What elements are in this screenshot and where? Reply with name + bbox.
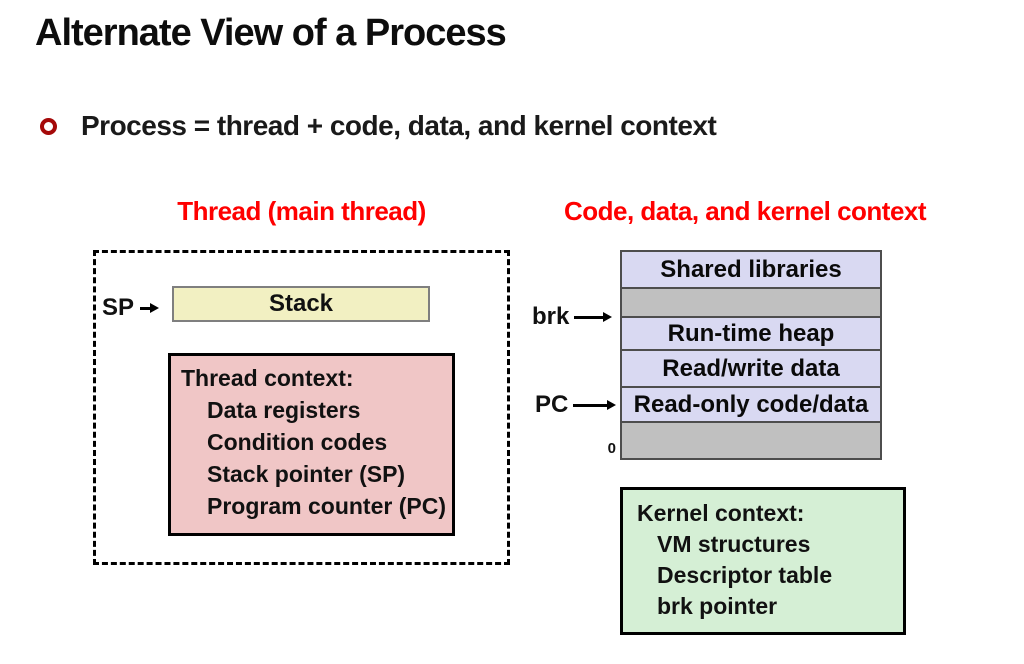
address-zero-label: 0 xyxy=(607,440,616,457)
thread-context-box: Thread context: Data registers Condition… xyxy=(168,353,455,536)
bullet-row: Process = thread + code, data, and kerne… xyxy=(40,110,717,142)
bullet-icon xyxy=(40,117,57,135)
kernel-context-title: Kernel context: xyxy=(637,500,805,526)
sp-arrow-icon xyxy=(140,303,160,313)
thread-context-item: Condition codes xyxy=(207,429,388,455)
left-column-header: Thread (main thread) xyxy=(177,196,426,226)
thread-context-item: Stack pointer (SP) xyxy=(207,461,406,487)
memory-segment-gap xyxy=(622,287,880,316)
sp-label: SP xyxy=(102,294,135,321)
kernel-context-box: Kernel context: VM structures Descriptor… xyxy=(620,487,906,635)
brk-pointer-row: brk xyxy=(532,303,613,331)
stack-label: Stack xyxy=(268,290,334,317)
thread-dashed-boundary xyxy=(93,250,510,565)
sp-pointer-row: SP xyxy=(102,294,160,322)
kernel-context-item: Descriptor table xyxy=(657,562,833,588)
thread-context-item: Program counter (PC) xyxy=(207,493,446,519)
memory-diagram: Shared libraries Run-time heap Read/writ… xyxy=(620,250,882,460)
thread-context-title: Thread context: xyxy=(181,365,354,391)
thread-context-item: Data registers xyxy=(207,397,361,423)
pc-pointer-row: PC xyxy=(535,391,617,419)
kernel-context-item: brk pointer xyxy=(657,593,778,619)
brk-label: brk xyxy=(532,303,570,330)
kernel-context-item: VM structures xyxy=(657,531,811,557)
pc-arrow-icon xyxy=(573,400,617,410)
stack-box: Stack xyxy=(172,286,430,322)
right-column-header: Code, data, and kernel context xyxy=(563,196,927,226)
memory-segment-shared-libraries: Shared libraries xyxy=(622,252,880,287)
memory-segment-read-only-code-data: Read-only code/data xyxy=(622,386,880,421)
memory-segment-runtime-heap: Run-time heap xyxy=(622,316,880,349)
brk-arrow-icon xyxy=(574,312,613,322)
bullet-text: Process = thread + code, data, and kerne… xyxy=(81,110,717,141)
memory-segment-bottom-gap xyxy=(622,421,880,458)
slide-title: Alternate View of a Process xyxy=(35,12,507,54)
pc-label: PC xyxy=(535,391,569,418)
memory-segment-read-write-data: Read/write data xyxy=(622,349,880,386)
